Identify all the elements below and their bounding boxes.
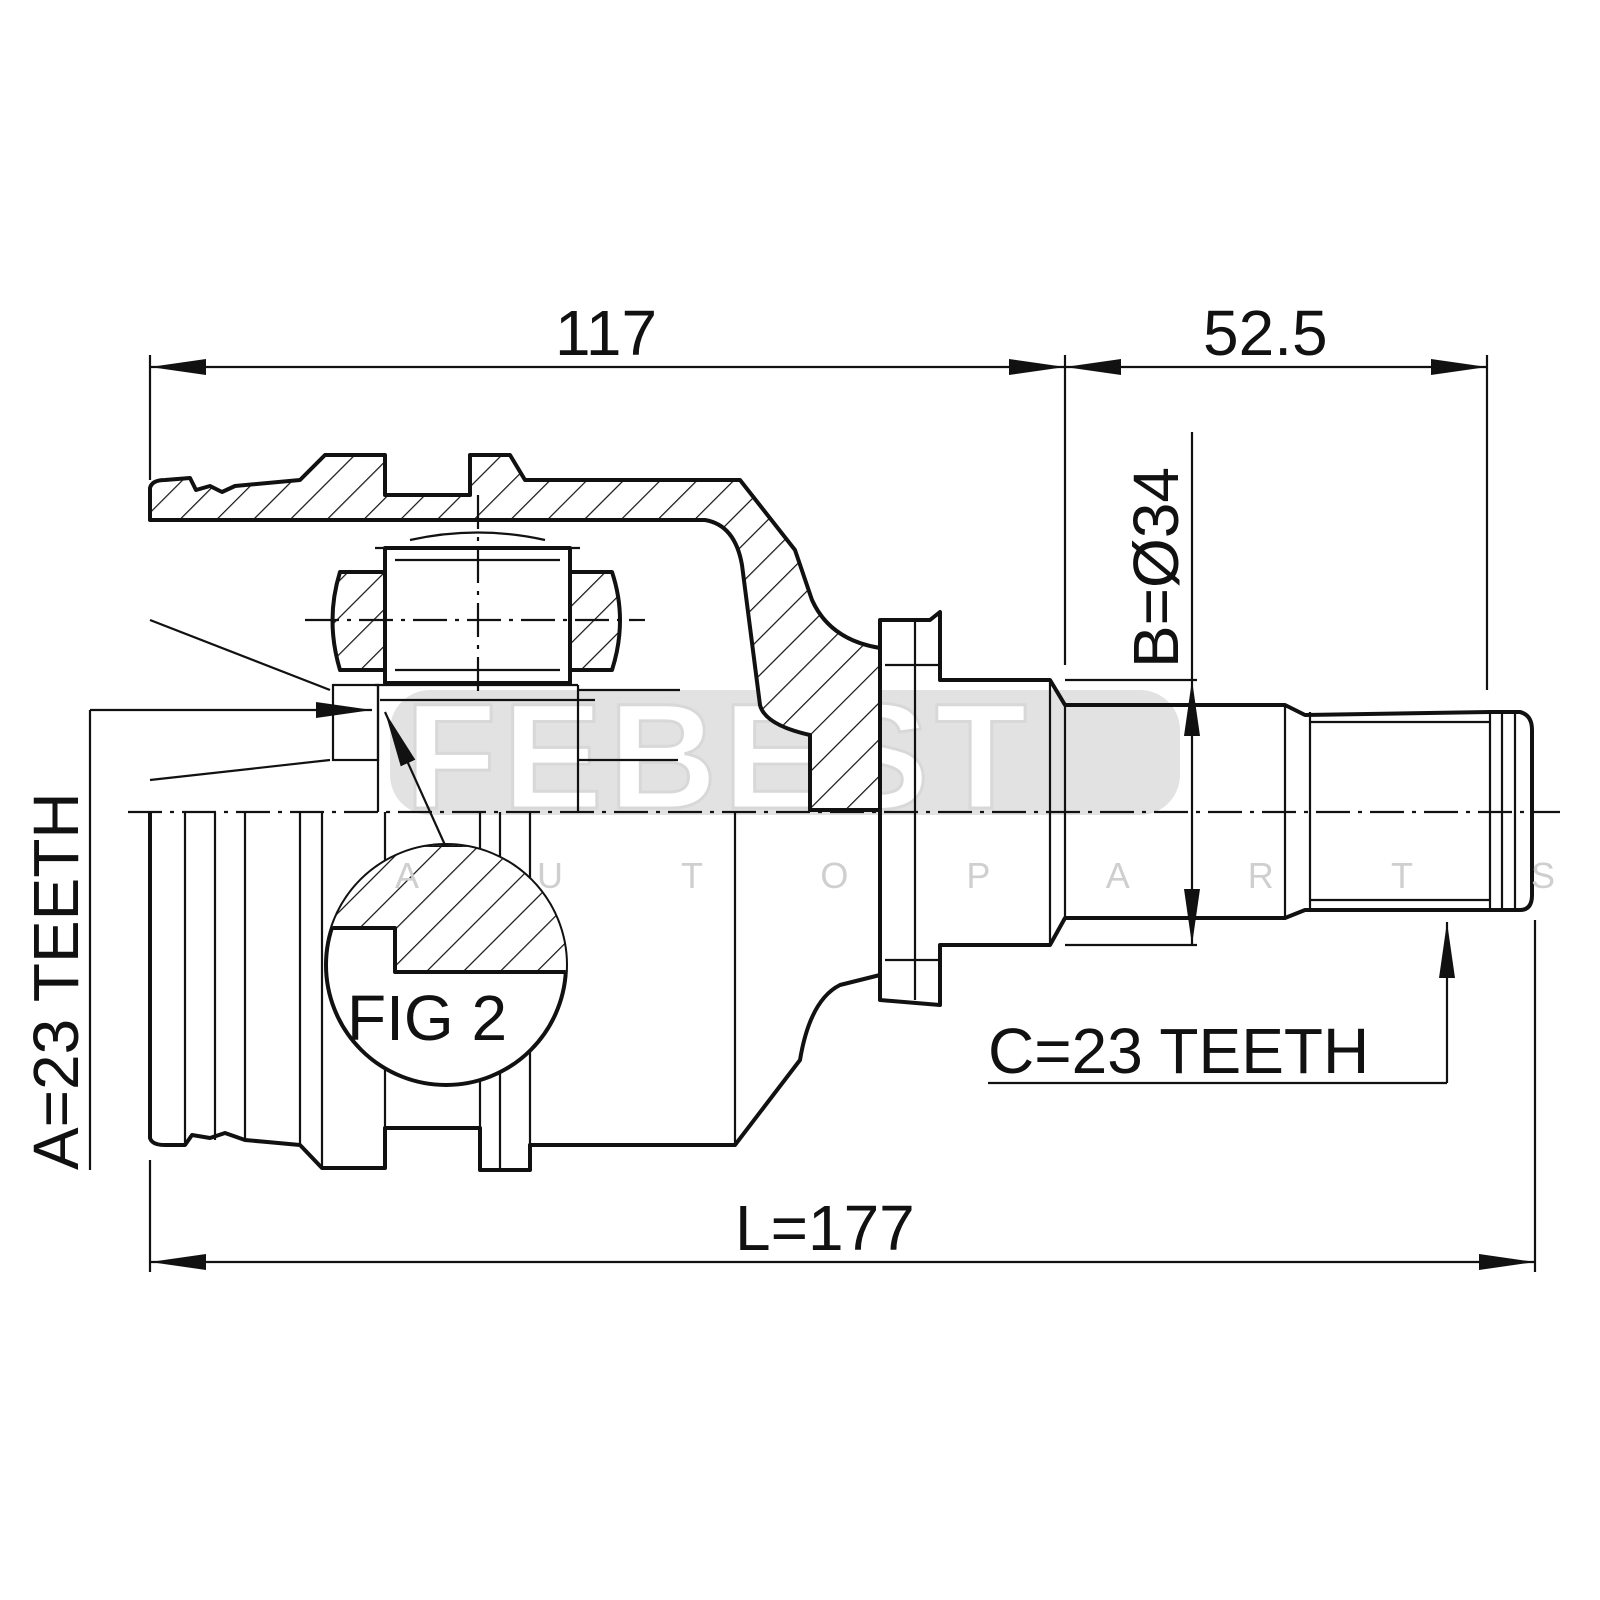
housing-exterior xyxy=(148,812,881,1172)
dim-diameter: B=Ø34 xyxy=(1120,467,1192,668)
watermark-sub: AUTOPARTS xyxy=(395,855,1600,896)
dimension-lines xyxy=(88,355,1537,1272)
dim-inner-teeth: A=23 TEETH xyxy=(20,792,92,1170)
housing-grooves xyxy=(149,618,737,1170)
fig2-detail: FIG 2 xyxy=(324,711,568,1087)
tripod-roller xyxy=(305,495,645,702)
housing-section xyxy=(148,453,882,812)
dim-52-5: 52.5 xyxy=(1203,297,1328,369)
fig2-label: FIG 2 xyxy=(347,982,507,1054)
dim-outer-teeth: C=23 TEETH xyxy=(988,1015,1369,1087)
dim-total-length: L=177 xyxy=(735,1192,915,1264)
dim-117: 117 xyxy=(555,297,657,369)
